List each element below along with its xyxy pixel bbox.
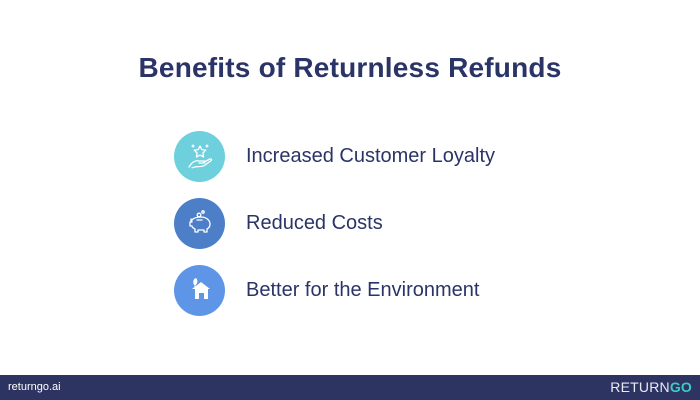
benefit-label: Reduced Costs	[246, 211, 383, 234]
hand-star-icon	[174, 130, 225, 182]
benefit-label: Better for the Environment	[246, 278, 480, 301]
returngo-logo: RETURNGO	[610, 379, 692, 395]
footer-bar: returngo.ai RETURNGO	[0, 375, 700, 400]
piggy-bank-icon	[174, 197, 225, 249]
footer-url[interactable]: returngo.ai	[8, 381, 61, 393]
benefit-label: Increased Customer Loyalty	[246, 144, 496, 167]
benefit-item-environment: Better for the Environment	[174, 264, 479, 316]
benefit-item-costs: Reduced Costs	[174, 197, 383, 249]
logo-accent: GO	[669, 379, 692, 395]
page-title: Benefits of Returnless Refunds	[138, 52, 562, 83]
eco-house-icon	[174, 264, 225, 316]
logo-main: RETURN	[610, 379, 670, 395]
benefit-item-loyalty: Increased Customer Loyalty	[174, 130, 495, 182]
